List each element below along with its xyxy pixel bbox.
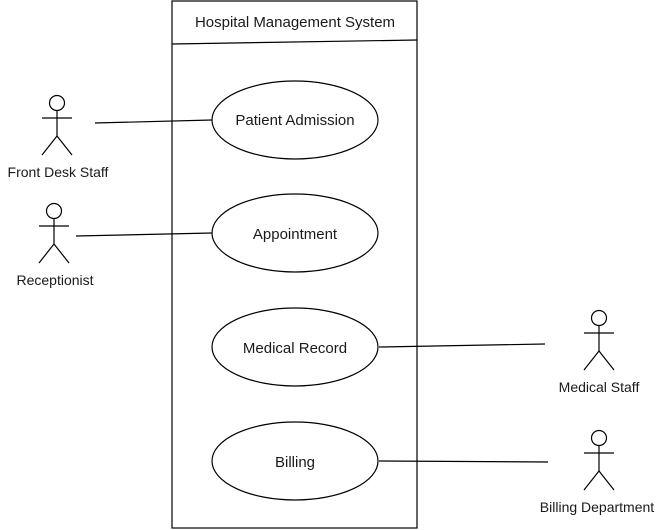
actor-front-desk-staff[interactable]: Front Desk Staff xyxy=(8,94,109,181)
association-billing-department-billing xyxy=(378,460,549,463)
association-medical-staff-medical-record xyxy=(378,343,546,348)
use-case-appointment[interactable]: Appointment xyxy=(211,193,379,273)
association-receptionist-appointment xyxy=(75,232,213,237)
use-case-label: Appointment xyxy=(253,226,338,243)
stick-figure-icon xyxy=(41,94,73,156)
system-title: Hospital Management System xyxy=(195,14,395,31)
use-case-label: Medical Record xyxy=(243,340,347,357)
actor-label: Medical Staff xyxy=(559,379,640,395)
actor-label: Billing Department xyxy=(540,499,654,515)
use-case-ellipse[interactable] xyxy=(211,193,379,273)
use-case-patient-admission[interactable]: Patient Admission xyxy=(211,80,379,160)
association-front-desk-staff-patient-admission xyxy=(94,119,213,124)
use-case-medical-record[interactable]: Medical Record xyxy=(211,307,379,387)
use-case-label: Patient Admission xyxy=(235,112,354,129)
actor-billing-department[interactable]: Billing Department xyxy=(540,429,654,516)
stick-figure-icon xyxy=(38,202,70,264)
actor-label: Front Desk Staff xyxy=(8,164,109,180)
stick-figure-icon xyxy=(583,429,615,491)
use-case-ellipse[interactable] xyxy=(211,421,379,501)
stick-figure-icon xyxy=(583,309,615,371)
actor-medical-staff[interactable]: Medical Staff xyxy=(559,309,640,396)
use-case-ellipse[interactable] xyxy=(211,80,379,160)
associations xyxy=(75,119,549,463)
use-case-ellipse[interactable] xyxy=(211,307,379,387)
use-case-label: Billing xyxy=(275,454,315,471)
use-case-billing[interactable]: Billing xyxy=(211,421,379,501)
system-title-divider xyxy=(171,39,418,45)
actor-receptionist[interactable]: Receptionist xyxy=(16,202,94,289)
actor-label: Receptionist xyxy=(16,272,93,288)
